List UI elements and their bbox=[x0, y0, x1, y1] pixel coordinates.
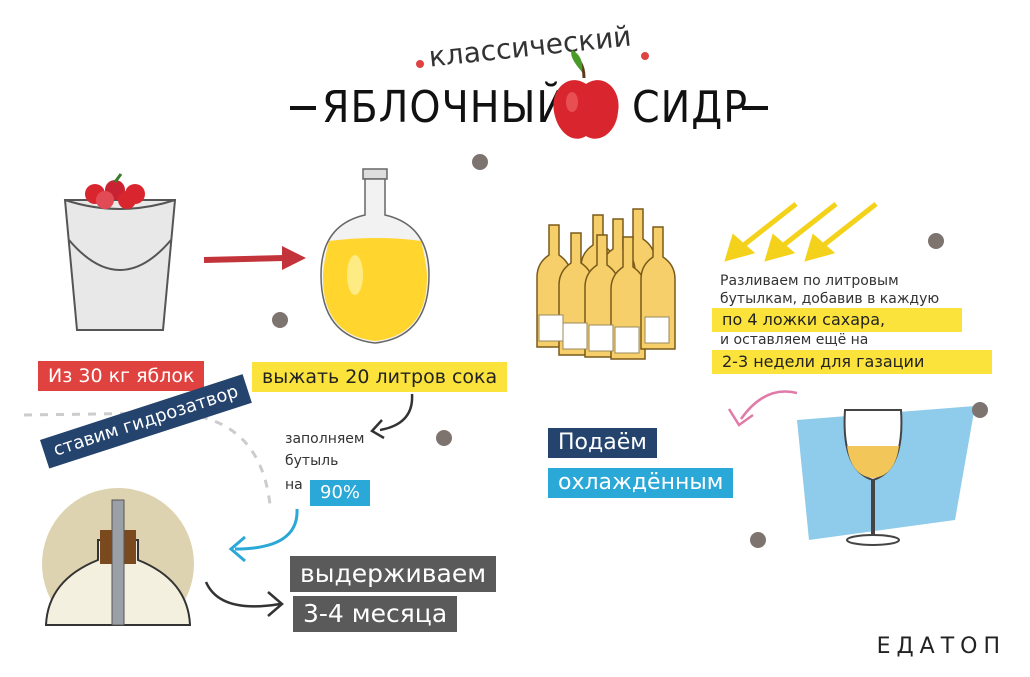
fill-text-3: на bbox=[285, 477, 303, 493]
apple-icon bbox=[553, 50, 619, 139]
age-label-1: выдерживаем bbox=[290, 556, 497, 592]
dot bbox=[272, 312, 288, 328]
fill-percent: 90% bbox=[310, 480, 371, 506]
pink-arrow-icon bbox=[727, 390, 798, 427]
yellow-arrows-icon bbox=[724, 202, 878, 262]
title-dash-left bbox=[290, 106, 316, 110]
title-dash-right bbox=[742, 106, 768, 110]
dot bbox=[436, 430, 452, 446]
dashed-line bbox=[23, 411, 272, 506]
serve-label-2: охлаждённым bbox=[548, 468, 734, 498]
bottle-text-3: и оставляем ещё на bbox=[720, 332, 869, 348]
wine-glass-icon bbox=[797, 406, 975, 546]
age-label-2: 3-4 месяца bbox=[293, 596, 458, 632]
dot bbox=[928, 233, 944, 249]
dot bbox=[472, 154, 488, 170]
arrow-curve-icon bbox=[370, 393, 414, 440]
title-dots bbox=[416, 52, 649, 68]
bottle-text-1: Разливаем по литровым bbox=[720, 273, 899, 289]
title-main-left: ЯБЛОЧНЫЙ bbox=[322, 82, 568, 133]
arrow-right-icon bbox=[203, 246, 306, 270]
juice-label: выжать 20 литров сока bbox=[252, 362, 508, 392]
bottle-text-2: бутылкам, добавив в каждую bbox=[720, 291, 940, 307]
arrow-age-icon bbox=[204, 581, 284, 617]
apples-label: Из 30 кг яблок bbox=[38, 361, 205, 391]
sugar-label: по 4 ложки сахара, bbox=[712, 308, 962, 332]
dot bbox=[750, 532, 766, 548]
weeks-label: 2-3 недели для газации bbox=[712, 350, 992, 374]
cyan-arrow-icon bbox=[228, 508, 299, 563]
dot bbox=[972, 402, 988, 418]
bucket-icon bbox=[63, 173, 177, 331]
brand-logo: ЕДАТОП bbox=[876, 634, 1006, 659]
title-main-right: СИДР bbox=[632, 82, 749, 133]
juice-jar-icon bbox=[320, 168, 430, 344]
airlock-icon bbox=[42, 488, 194, 626]
serve-label-1: Подаём bbox=[548, 428, 657, 458]
bottles-icon bbox=[536, 208, 676, 360]
fill-text-1: заполняем bbox=[285, 431, 365, 447]
fill-text-2: бутыль bbox=[285, 453, 339, 469]
